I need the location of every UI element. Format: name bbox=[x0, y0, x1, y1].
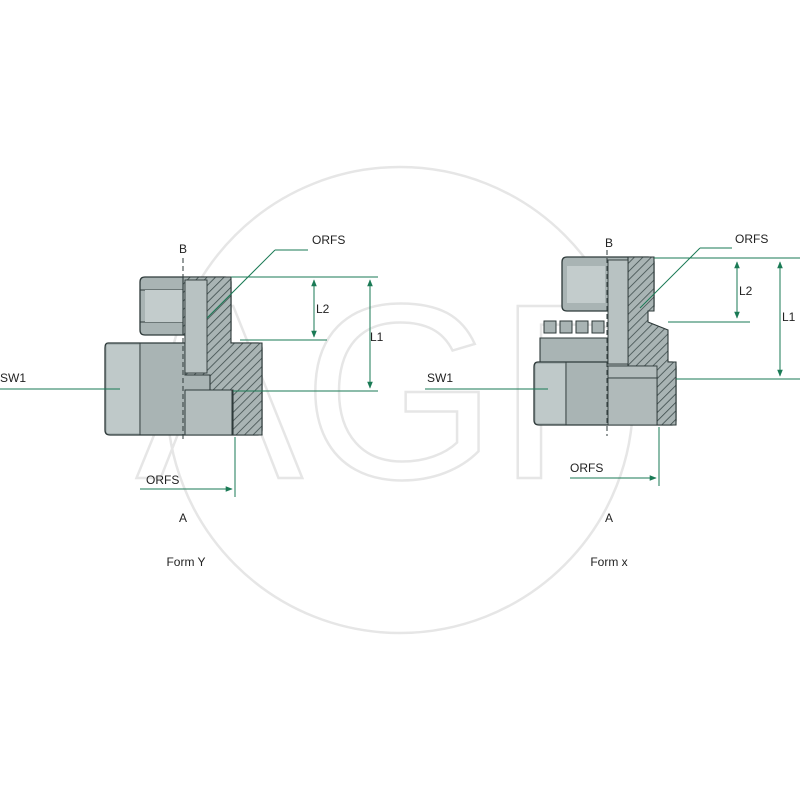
form-y-label-orfs-bottom: ORFS bbox=[146, 473, 179, 487]
form-y-label-l2: L2 bbox=[316, 302, 330, 316]
form-x-body bbox=[539, 337, 609, 363]
form-x-figure: B ORFS L2 L1 SW1 ORFS A Form x bbox=[425, 232, 800, 569]
form-y-label-l1: L1 bbox=[370, 330, 384, 344]
form-y-figure: B ORFS L2 L1 SW1 ORFS A Form Y bbox=[0, 233, 384, 569]
form-x-label-l2: L2 bbox=[739, 284, 753, 298]
form-x-caption: Form x bbox=[590, 555, 627, 569]
form-y-label-b: B bbox=[179, 242, 187, 256]
form-x-label-a: A bbox=[605, 511, 613, 525]
form-y-caption: Form Y bbox=[166, 555, 205, 569]
form-x-label-l1: L1 bbox=[782, 310, 796, 324]
form-x-label-orfs-bottom: ORFS bbox=[570, 461, 603, 475]
form-y-label-orfs-top: ORFS bbox=[312, 233, 345, 247]
form-x-label-sw1: SW1 bbox=[427, 371, 453, 385]
form-y-label-a: A bbox=[179, 511, 187, 525]
form-x-label-orfs-top: ORFS bbox=[735, 232, 768, 246]
form-x-thread-teeth bbox=[543, 320, 605, 334]
form-x-label-b: B bbox=[605, 236, 613, 250]
form-y-label-sw1: SW1 bbox=[0, 371, 26, 385]
